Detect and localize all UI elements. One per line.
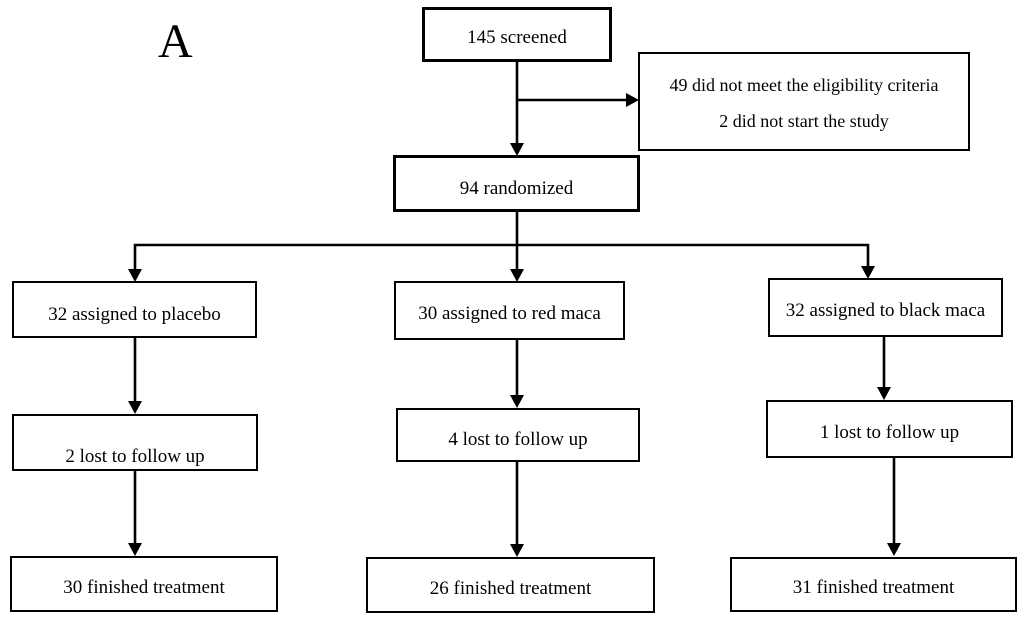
box-randomized: 94 randomized (393, 155, 640, 212)
box-assigned-red-maca: 30 assigned to red maca (394, 281, 625, 340)
arrow-placebo-lost-to-finished (128, 471, 142, 556)
arrow-to-placebo-arm (128, 244, 142, 282)
box-assigned-black-maca: 32 assigned to black maca (768, 278, 1003, 337)
arrow-randomized-stem (134, 212, 869, 247)
box-exclusions: 49 did not meet the eligibility criteria… (638, 52, 970, 151)
arrow-black-lost-to-finished (887, 458, 901, 556)
panel-label: A (158, 15, 193, 68)
arrow-to-black-maca-arm (861, 244, 875, 279)
box-lost-black-maca: 1 lost to follow up (766, 400, 1013, 458)
box-lost-red-maca: 4 lost to follow up (396, 408, 640, 462)
box-screened: 145 screened (422, 7, 612, 62)
box-assigned-placebo: 32 assigned to placebo (12, 281, 257, 338)
exclusions-line-2: 2 did not start the study (719, 111, 889, 131)
exclusions-line-1: 49 did not meet the eligibility criteria (669, 75, 939, 96)
box-finished-black-maca: 31 finished treatment (730, 557, 1017, 612)
arrow-to-red-maca-arm (510, 245, 524, 282)
arrow-screened-to-randomized (510, 62, 524, 156)
box-finished-red-maca: 26 finished treatment (366, 557, 655, 613)
box-finished-placebo: 30 finished treatment (10, 556, 278, 612)
box-lost-placebo: 2 lost to follow up (12, 414, 258, 471)
arrow-placebo-to-lost (128, 338, 142, 414)
arrow-black-to-lost (877, 337, 891, 400)
arrow-screened-to-exclusions (516, 93, 639, 107)
arrow-red-lost-to-finished (510, 462, 524, 557)
arrow-red-to-lost (510, 340, 524, 408)
